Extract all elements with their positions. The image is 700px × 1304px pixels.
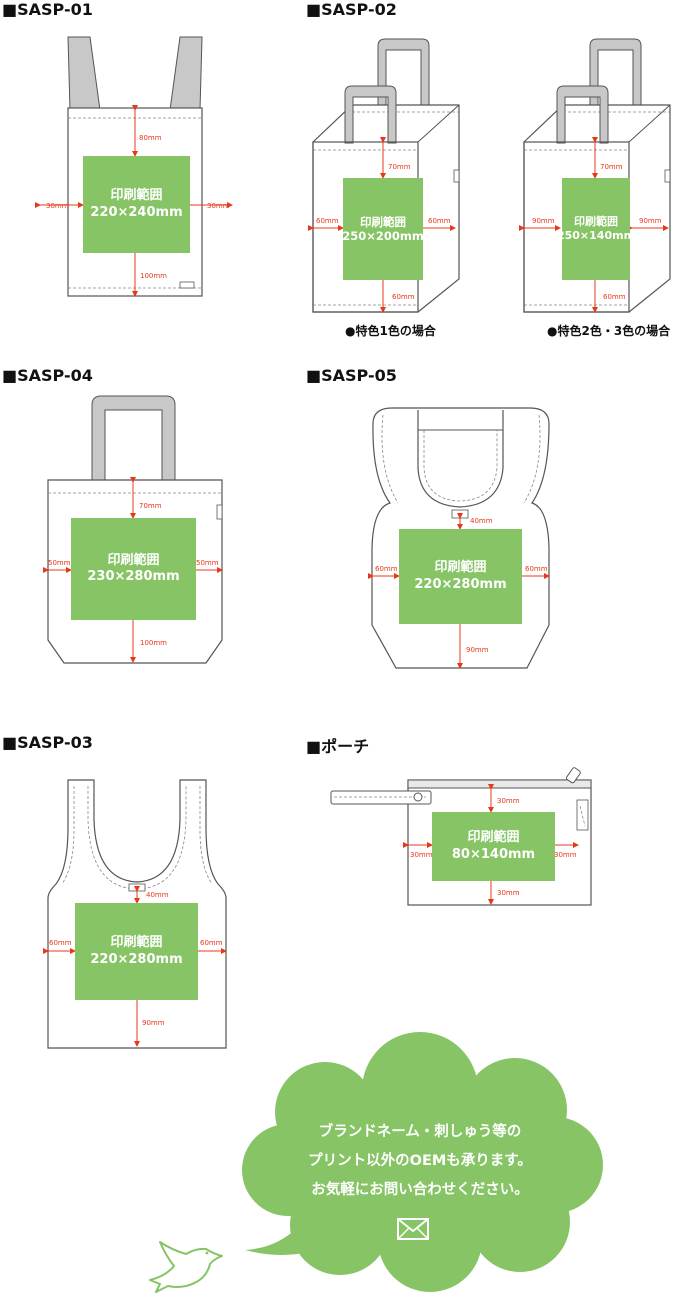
pouch-bottom-dim: 30mm xyxy=(497,889,520,897)
print-area-label: 印刷範囲 xyxy=(467,830,520,846)
print-area-label: 印刷範囲 xyxy=(434,560,487,576)
sasp01-top-dim: 80mm xyxy=(139,134,162,142)
sasp02b-caption: ●特色2色・3色の場合 xyxy=(547,324,671,338)
sasp03-title: ■SASP-03 xyxy=(2,733,93,752)
sasp02b-bottom-dim: 60mm xyxy=(603,293,626,301)
sasp02a-left-dim: 60mm xyxy=(316,217,339,225)
sasp02b-left-dim: 90mm xyxy=(532,217,555,225)
sasp01-right-dim: 30mm xyxy=(207,202,230,210)
sasp02a-print-area: 印刷範囲 250×200mm xyxy=(342,178,424,280)
bubble-line: プリント以外のOEMも承ります。 xyxy=(308,1153,532,1169)
sasp01-title: ■SASP-01 xyxy=(2,0,93,19)
print-area-label: 印刷範囲 xyxy=(110,188,163,204)
print-area-size: 80×140mm xyxy=(451,846,536,862)
sasp05-title: ■SASP-05 xyxy=(306,366,397,385)
bubble-line: ブランドネーム・刺しゅう等の xyxy=(318,1124,522,1140)
sasp01-bottom-dim: 100mm xyxy=(140,272,167,280)
pouch-right-dim: 30mm xyxy=(554,851,577,859)
sasp02a-caption: ●特色1色の場合 xyxy=(345,324,436,338)
pouch-print-area: 印刷範囲 80×140mm xyxy=(432,812,555,881)
sasp02a-bottom-dim: 60mm xyxy=(392,293,415,301)
print-area-size: 220×240mm xyxy=(90,204,183,220)
bird-icon xyxy=(149,1241,223,1293)
sasp02a-right-dim: 60mm xyxy=(428,217,451,225)
sasp04-title: ■SASP-04 xyxy=(2,366,93,385)
print-area-label: 印刷範囲 xyxy=(360,214,406,229)
sasp01-print-area: 印刷範囲 220×240mm xyxy=(83,156,190,253)
print-area-size: 230×280mm xyxy=(87,569,180,584)
sasp02a-top-dim: 70mm xyxy=(388,163,411,171)
envelope-icon[interactable] xyxy=(397,1218,429,1240)
sasp05-bottom-dim: 90mm xyxy=(466,646,489,654)
speech-bubble xyxy=(242,1032,603,1292)
pouch-top-dim: 30mm xyxy=(497,797,520,805)
sasp02b-print-area: 印刷範囲 250×140mm xyxy=(557,178,635,280)
sasp03-print-area: 印刷範囲 220×280mm xyxy=(75,903,198,1000)
sasp03-top-dim: 40mm xyxy=(146,891,169,899)
sasp04-left-dim: 50mm xyxy=(48,559,71,567)
sasp01-left-dim: 30mm xyxy=(46,202,69,210)
sasp02-title: ■SASP-02 xyxy=(306,0,397,19)
sasp03-bottom-dim: 90mm xyxy=(142,1019,165,1027)
sasp02b-right-dim: 90mm xyxy=(639,217,662,225)
sasp03-left-dim: 60mm xyxy=(49,939,72,947)
sasp05-top-dim: 40mm xyxy=(470,517,493,525)
sasp03-right-dim: 60mm xyxy=(200,939,223,947)
print-area-label: 印刷範囲 xyxy=(107,552,160,568)
sasp04-right-dim: 50mm xyxy=(196,559,219,567)
sasp05-print-area: 印刷範囲 220×280mm xyxy=(399,529,522,624)
pouch-left-dim: 30mm xyxy=(410,851,433,859)
pouch-title: ■ポーチ xyxy=(306,737,370,756)
sasp05-right-dim: 60mm xyxy=(525,565,548,573)
print-area-size: 220×280mm xyxy=(90,951,183,967)
sasp04-print-area: 印刷範囲 230×280mm xyxy=(71,518,196,620)
print-area-label: 印刷範囲 xyxy=(110,935,163,951)
print-area-size: 250×200mm xyxy=(342,229,424,243)
print-area-size: 250×140mm xyxy=(556,229,636,242)
bubble-text: ブランドネーム・刺しゅう等の プリント以外のOEMも承ります。 お気軽にお問い合… xyxy=(250,1118,590,1205)
print-area-size: 220×280mm xyxy=(414,576,507,592)
bubble-line: お気軽にお問い合わせください。 xyxy=(311,1182,529,1198)
sasp02b-top-dim: 70mm xyxy=(600,163,623,171)
sasp04-bottom-dim: 100mm xyxy=(140,639,167,647)
print-area-label: 印刷範囲 xyxy=(574,215,618,229)
sasp05-left-dim: 60mm xyxy=(375,565,398,573)
sasp04-top-dim: 70mm xyxy=(139,502,162,510)
